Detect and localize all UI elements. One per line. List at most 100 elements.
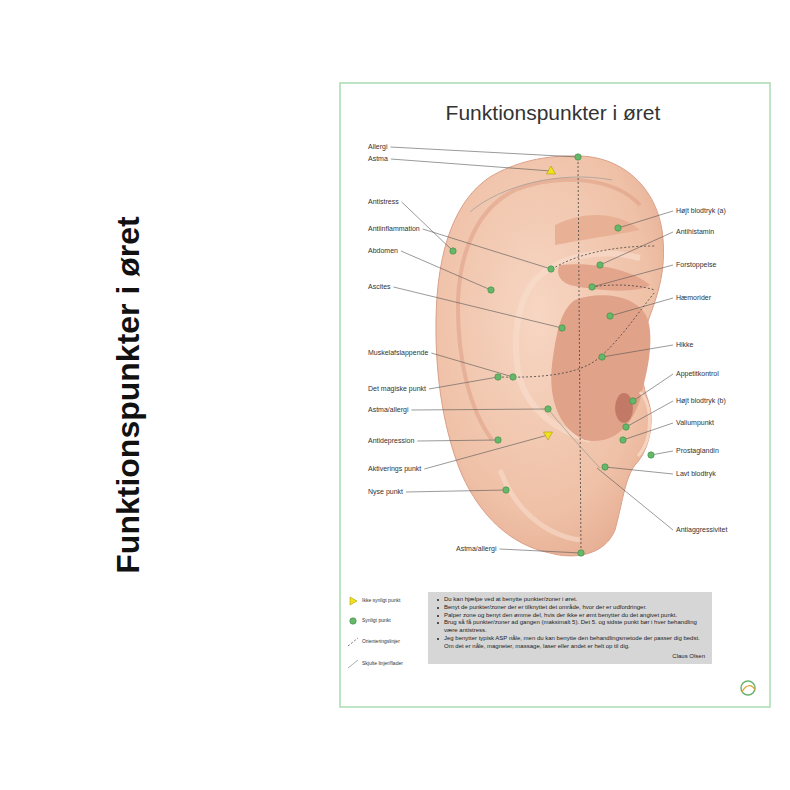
visible-point (589, 284, 595, 290)
visible-point (630, 398, 636, 404)
note-text: Jeg benytter typisk ASP nåle, men du kan… (435, 635, 705, 651)
visible-point (503, 487, 509, 493)
leader-line (597, 468, 673, 530)
visible-point (488, 287, 494, 293)
point-label: Abdomen (368, 247, 398, 255)
note-text: Du kan hjælpe ved at benytte punkter/zon… (435, 596, 705, 604)
orientation-line (552, 246, 655, 269)
author-signature: Claus Olsen (435, 653, 705, 661)
point-label: Appetitkontrol (676, 370, 719, 378)
legend-text: Skjulte linjer/flader (362, 661, 403, 667)
point-label: Astma (368, 155, 388, 163)
bullet-dot (437, 622, 439, 624)
note-text: Brug så få punkter/zoner ad gangen (maks… (435, 619, 705, 635)
note-text: Palper zone og benyt den ømme del, hvis … (435, 612, 705, 620)
leader-line (499, 549, 581, 553)
point-label: Valiumpunkt (676, 419, 714, 427)
leader-line (618, 211, 673, 228)
visible-point (450, 248, 456, 254)
poster-title: Funktionspunkter i øret (446, 101, 661, 125)
note-line: Du kan hjælpe ved at benytte punkter/zon… (444, 596, 577, 602)
visible-point (597, 262, 603, 268)
note-line: Claus Olsen (672, 653, 705, 659)
note-text: Benyt de punkter/zoner der er tilknyttet… (435, 604, 705, 612)
point-label: Astma/allergi (368, 406, 408, 414)
legend-sample (348, 638, 358, 646)
note-line: Jeg benytter typisk ASP nåle, men du kan… (444, 635, 700, 649)
leader-line (406, 490, 506, 492)
visible-point (607, 313, 613, 319)
triangular-fossa (555, 215, 640, 245)
poster-frame (340, 83, 770, 707)
point-label: Højt blodtryk (a) (676, 207, 726, 215)
legend-sample (350, 618, 356, 624)
legend-text: Ikke synligt punkt (362, 598, 400, 604)
visible-point (602, 464, 608, 470)
point-label: Højt blodtryk (b) (676, 397, 726, 405)
point-label: Allergi (368, 143, 387, 151)
visible-point (559, 325, 565, 331)
cavum-conchae (551, 295, 650, 441)
leader-line (423, 229, 551, 269)
point-label: Antidepression (368, 437, 414, 445)
ear-canal (615, 393, 633, 423)
legend-sample (350, 597, 357, 605)
note-line: Palper zone og benyt den ømme del, hvis … (444, 612, 677, 618)
leader-line (417, 440, 498, 441)
point-label: Hikke (676, 341, 694, 349)
point-label: Det magiske punkt (368, 385, 426, 393)
lobe-highlight (500, 470, 580, 540)
legend-sample (348, 660, 358, 668)
point-label: Forstoppelse (676, 261, 716, 269)
tragus (638, 392, 650, 456)
orientation-line (578, 158, 581, 553)
visible-point (510, 374, 516, 380)
leader-line (626, 401, 673, 427)
visible-point (620, 437, 626, 443)
ear-outline (436, 156, 664, 556)
leader-line (394, 287, 562, 328)
point-label: Hæmorider (676, 294, 711, 302)
leader-line (602, 345, 673, 357)
side-heading: Funktionspunkter i øret (110, 216, 147, 573)
cymba-conchae (558, 264, 650, 290)
leader-line (623, 423, 673, 440)
visible-point (599, 354, 605, 360)
notes-box: Du kan hjælpe ved at benytte punkter/zon… (428, 592, 712, 664)
visible-point (548, 266, 554, 272)
hidden-point (544, 432, 553, 440)
visible-point (578, 550, 584, 556)
leader-line (633, 374, 673, 401)
hidden-line (548, 409, 600, 468)
visible-point (575, 154, 581, 160)
visible-point (615, 225, 621, 231)
point-label: Antihistamin (676, 228, 714, 236)
leader-line (431, 353, 513, 377)
legend-text: Synligt punkt (362, 618, 391, 624)
note-line: Brug så få punkter/zoner ad gangen (maks… (444, 619, 697, 633)
hidden-point (547, 166, 556, 174)
leader-line (390, 147, 578, 157)
leader-line (600, 232, 673, 265)
logo (741, 681, 755, 695)
visible-point (648, 452, 654, 458)
leader-line (424, 435, 548, 469)
legend-text: Orienteringslinjer (362, 639, 400, 645)
visible-point (495, 437, 501, 443)
orientation-line (498, 292, 655, 377)
leader-line (592, 265, 673, 287)
point-label: Astma/allergi (456, 545, 496, 553)
point-label: Ascites (368, 283, 391, 291)
point-label: Aktiverings punkt (368, 465, 421, 473)
point-label: Antiaggressivitet (676, 526, 727, 534)
leader-line (429, 377, 498, 389)
leader-line (610, 298, 673, 316)
point-label: Antistress (368, 198, 399, 206)
point-label: Prostaglandin (676, 447, 719, 455)
point-label: Lavt blodtryk (676, 470, 716, 478)
note-line: Benyt de punkter/zoner der er tilknyttet… (444, 604, 647, 610)
bullet-dot (437, 638, 439, 640)
point-label: Antiinflammation (368, 225, 420, 233)
leader-line (411, 409, 548, 410)
